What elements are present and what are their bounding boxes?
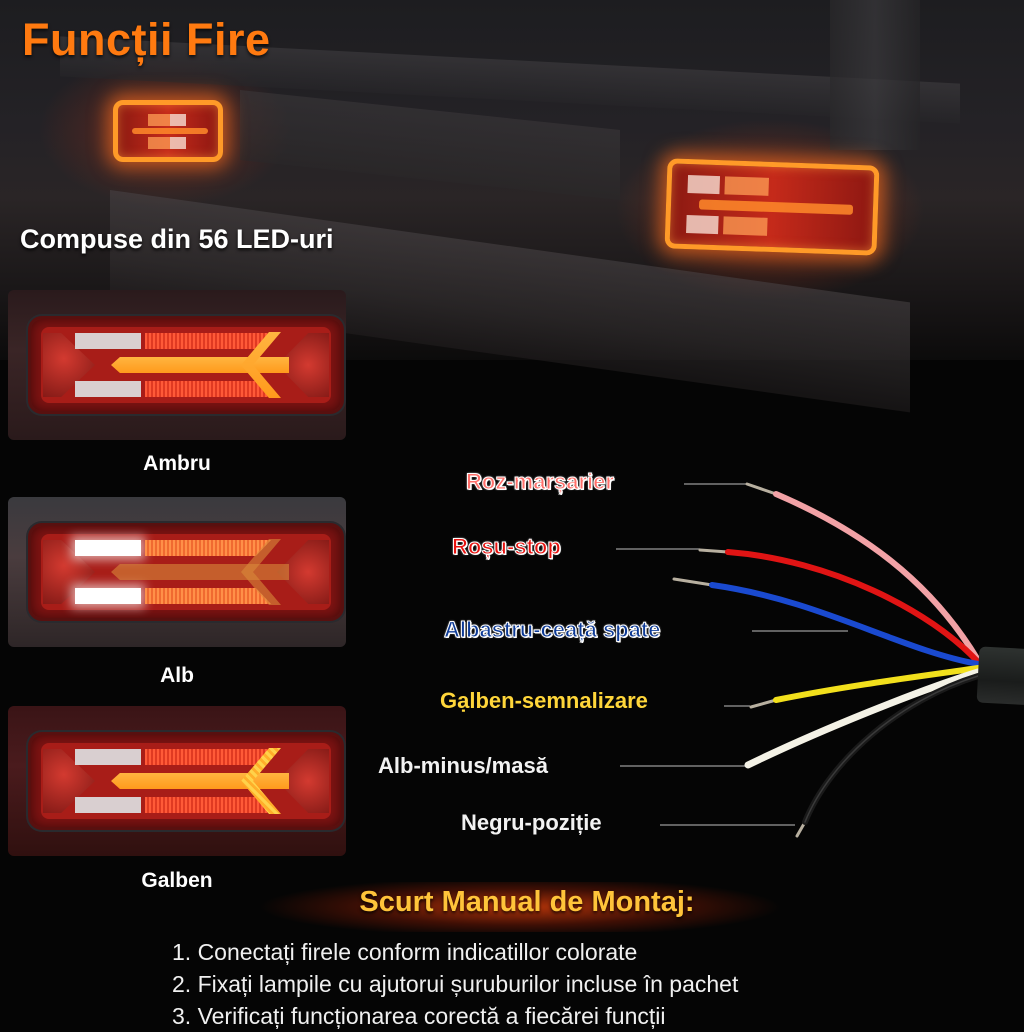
manual-step: 2. Fixați lampile cu ajutorui șuruburilo…: [172, 971, 739, 997]
lamp-reflector: [145, 749, 271, 765]
lamp-label-alb: Alb: [160, 664, 194, 687]
wire-label-blue-fog: Albastru-ceață spate: [443, 617, 661, 643]
lamp-label-galben: Galben: [141, 869, 213, 892]
lamp-white-bar: [75, 797, 141, 813]
lamp-arrow: [132, 127, 208, 135]
lamp-lens: [41, 743, 331, 819]
lamp-housing: [28, 732, 344, 830]
manual-step: 3. Verificați funcționarea corectă a fie…: [172, 1003, 666, 1029]
manual-title: Scurt Manual de Montaj:: [359, 886, 695, 918]
manual-step: 1. Conectați firele conform indicatillor…: [172, 939, 638, 965]
lamp-housing: [28, 316, 344, 414]
lamp-housing: [28, 523, 344, 621]
lamp-white-bar: [75, 381, 141, 397]
lamp-reflector: [145, 797, 271, 813]
lamp-white-bar: [75, 540, 141, 556]
wire-label-yellow-indicator: Gạlben-semnalizare: [440, 688, 648, 713]
lamp-amber-block: [723, 176, 769, 196]
lamp-reflector: [145, 540, 271, 556]
lamp-white-bar: [75, 749, 141, 765]
lamp-arrow-bar: [111, 773, 289, 789]
page-title: Funcții Fire: [22, 14, 271, 65]
cable-sheath: [976, 646, 1024, 706]
lamp-arrow-bar: [111, 564, 289, 580]
lamp-amber-block: [148, 137, 170, 149]
lamp-lens: [41, 327, 331, 403]
lamp-arrow: [699, 199, 853, 215]
wire-label-white-ground: Alb-minus/masă: [378, 753, 548, 778]
lamp-white-bar: [75, 588, 141, 604]
truck-lamp-right: [664, 158, 880, 256]
lamp-label-ambru: Ambru: [143, 452, 211, 475]
lamp-photo-alb: [8, 497, 346, 647]
truck-frame: [240, 90, 620, 200]
wire-label-pink-reverse: Roz-marșarier: [466, 469, 615, 495]
lamp-amber-block: [148, 114, 170, 126]
lamp-photo-galben: [8, 706, 346, 856]
lamp-white-block: [687, 175, 721, 194]
wire-label-black-position: Negru-poziție: [461, 810, 602, 835]
lamp-amber-block: [722, 216, 768, 236]
lamp-reflector: [145, 588, 271, 604]
led-count-subtitle: Compuse din 56 LED-uri: [20, 224, 334, 254]
lamp-arrow-bar: [111, 357, 289, 373]
truck-post: [830, 0, 920, 150]
lamp-photo-ambru: [8, 290, 346, 440]
lamp-lens: [41, 534, 331, 610]
truck-lamp-left: [113, 100, 223, 162]
lamp-white-block: [686, 215, 720, 234]
lamp-white-block: [170, 114, 186, 126]
lamp-white-bar: [75, 333, 141, 349]
lamp-reflector: [145, 333, 271, 349]
manual-banner: [260, 882, 780, 932]
lamp-white-block: [170, 137, 186, 149]
lamp-reflector: [145, 381, 271, 397]
manual-steps: 1. Conectați firele conform indicatillor…: [172, 936, 738, 1032]
wire-label-red-stop: Roșu-stop: [452, 534, 562, 560]
